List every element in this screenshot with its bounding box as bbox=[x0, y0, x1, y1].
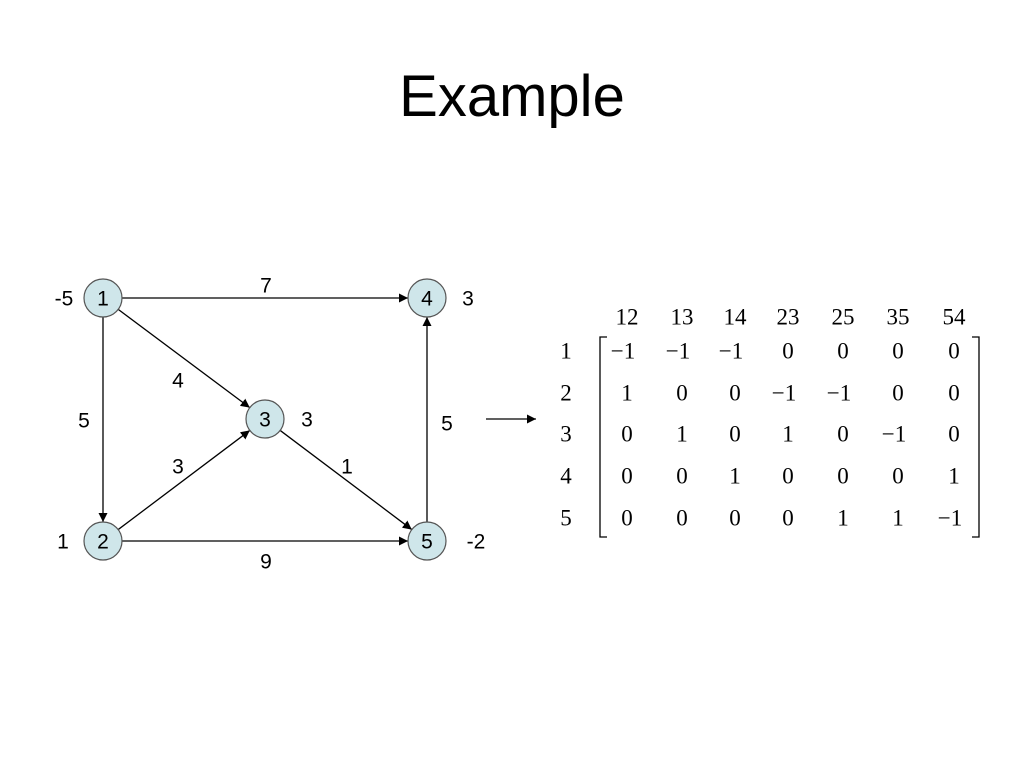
edge-weight-2-3: 3 bbox=[172, 456, 184, 479]
edge-weight-3-5: 1 bbox=[341, 456, 353, 479]
edge-weight-5-4: 5 bbox=[441, 413, 453, 436]
node-label-2: 2 bbox=[97, 531, 109, 554]
node-label-1: 1 bbox=[97, 288, 109, 311]
edge-2-3 bbox=[117, 429, 251, 531]
node-5 bbox=[407, 521, 447, 561]
edge-weight-1-3: 4 bbox=[172, 370, 184, 393]
node-label-3: 3 bbox=[259, 409, 271, 432]
edge-weight-1-4: 7 bbox=[260, 275, 272, 298]
node-supply-3: 3 bbox=[301, 409, 313, 432]
node-label-5: 5 bbox=[421, 531, 433, 554]
node-supply-4: 3 bbox=[462, 288, 474, 311]
edge-weight-2-5: 9 bbox=[260, 551, 272, 574]
edge-weight-1-2: 5 bbox=[78, 410, 90, 433]
node-supply-2: 1 bbox=[57, 531, 69, 554]
node-supply-1: -5 bbox=[55, 288, 74, 311]
edge-3-5 bbox=[279, 429, 413, 531]
node-label-4: 4 bbox=[421, 288, 433, 311]
node-supply-5: -2 bbox=[467, 531, 486, 554]
nodes-layer: 1 2 3 4 5 bbox=[83, 278, 447, 561]
node-3 bbox=[245, 399, 285, 439]
node-4 bbox=[407, 278, 447, 318]
edges-layer bbox=[98, 293, 432, 546]
edge-1-3 bbox=[117, 308, 251, 409]
node-1 bbox=[83, 278, 123, 318]
slide-title: Example bbox=[399, 64, 625, 129]
node-2 bbox=[83, 521, 123, 561]
